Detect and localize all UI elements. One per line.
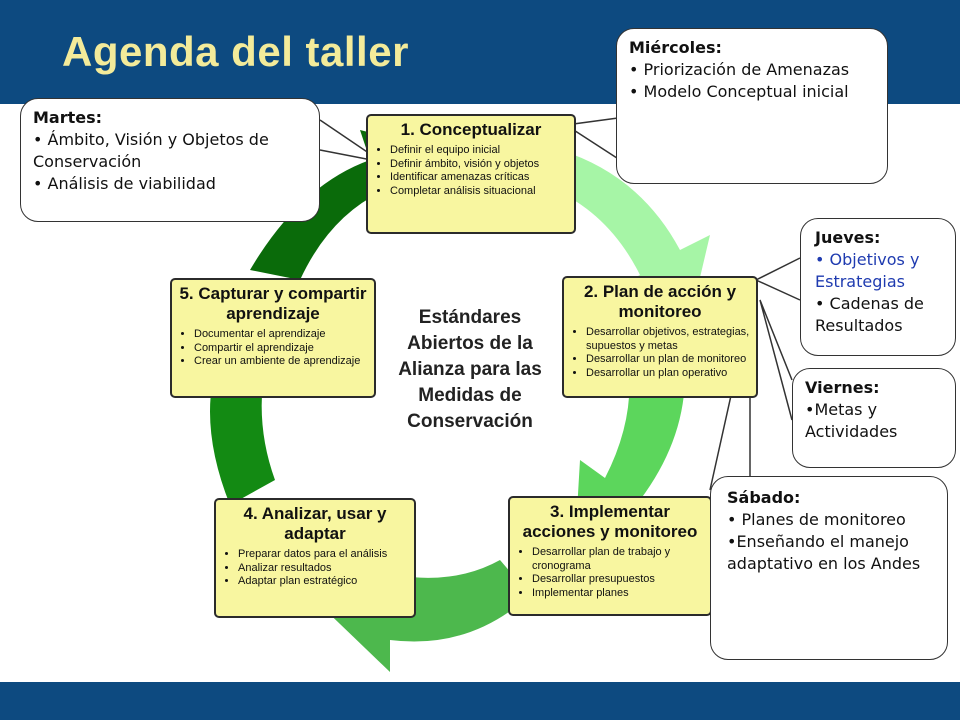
step-title: 3. Implementar acciones y monitoreo [522,502,698,541]
step-item: Desarrollar objetivos, estrategias, supu… [586,326,750,353]
callout-item: •Metas y Actividades [805,400,898,441]
callout-item: •Enseñando el manejo adaptativo en los A… [727,532,921,573]
callout-item: • Modelo Conceptual inicial [629,82,849,101]
step-item: Adaptar plan estratégico [238,575,408,589]
center-label: Estándares Abiertos de la Alianza para l… [378,305,562,435]
step-item: Identificar amenazas críticas [390,171,568,185]
step-title: 1. Conceptualizar [400,120,542,139]
step-title: 5. Capturar y compartir aprendizaje [179,284,367,323]
step-item: Crear un ambiente de aprendizaje [194,355,368,369]
step-title: 4. Analizar, usar y adaptar [243,504,387,543]
step-item: Definir el equipo inicial [390,144,568,158]
pointer-jueves [754,257,801,301]
pointer-viernes [759,299,793,421]
callout-day: Viernes: [805,378,880,397]
step-2-box: 2. Plan de acción y monitoreo Desarrolla… [562,276,758,398]
step-item: Compartir el aprendizaje [194,342,368,356]
callout-item: • Priorización de Amenazas [629,60,850,79]
callout-jueves: Jueves: • Objetivos y Estrategias • Cade… [800,218,956,356]
center-line: Estándares [418,307,522,328]
step-item: Desarrollar un plan operativo [586,367,750,381]
step-item: Definir ámbito, visión y objetos [390,158,568,172]
callout-item: • Ámbito, Visión y Objetos de Conservaci… [33,130,269,171]
callout-day: Martes: [33,108,103,127]
step-item: Analizar resultados [238,562,408,576]
step-item: Implementar planes [532,587,704,601]
center-line: Conservación [407,411,533,432]
callout-viernes: Viernes: •Metas y Actividades [792,368,956,468]
step-4-box: 4. Analizar, usar y adaptar Preparar dat… [214,498,416,618]
step-item: Completar análisis situacional [390,185,568,199]
footer-band [0,682,960,720]
callout-day: Sábado: [727,488,801,507]
callout-day: Miércoles: [629,38,722,57]
step-item: Desarrollar presupuestos [532,573,704,587]
center-line: Alianza para las [398,359,542,380]
callout-item: • Análisis de viabilidad [33,174,216,193]
step-item: Preparar datos para el análisis [238,548,408,562]
step-title: 2. Plan de acción y monitoreo [583,282,737,321]
center-line: Medidas de [418,385,522,406]
center-line: Abiertos de la [407,333,533,354]
step-3-box: 3. Implementar acciones y monitoreo Desa… [508,496,712,616]
callout-item: • Cadenas de Resultados [815,294,924,335]
slide-title: Agenda del taller [62,28,409,75]
callout-item: • Planes de monitoreo [727,510,906,529]
step-1-box: 1. Conceptualizar Definir el equipo inic… [366,114,576,234]
step-5-box: 5. Capturar y compartir aprendizaje Docu… [170,278,376,398]
callout-sabado: Sábado: • Planes de monitoreo •Enseñando… [710,476,948,660]
callout-martes: Martes: • Ámbito, Visión y Objetos de Co… [20,98,320,222]
callout-item: • Objetivos y Estrategias [815,250,920,291]
callout-day: Jueves: [815,228,881,247]
step-item: Documentar el aprendizaje [194,328,368,342]
step-item: Desarrollar un plan de monitoreo [586,353,750,367]
callout-miercoles: Miércoles: • Priorización de Amenazas • … [616,28,888,184]
step-item: Desarrollar plan de trabajo y cronograma [532,546,704,573]
